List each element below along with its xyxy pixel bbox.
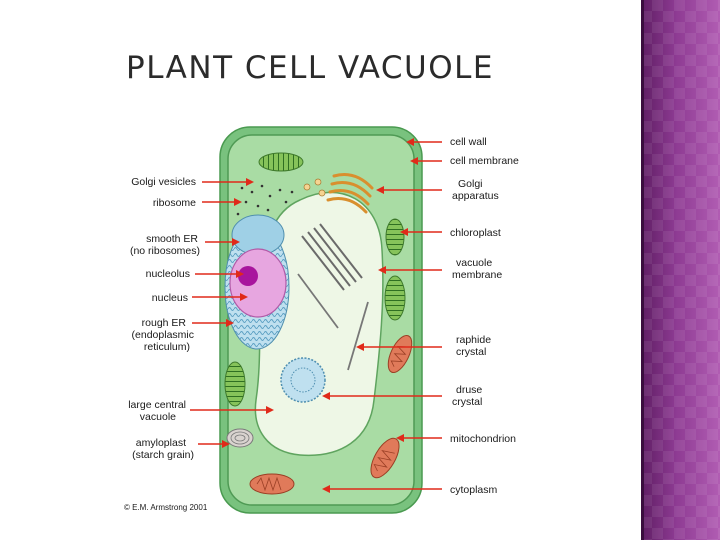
chloroplast-left bbox=[225, 362, 245, 406]
chloroplast-right-2 bbox=[385, 276, 405, 320]
label-raphide: raphide bbox=[456, 334, 491, 346]
label-nucleus: nucleus bbox=[152, 292, 188, 304]
label-druse: druse bbox=[456, 384, 482, 396]
label-golgi-apparatus: apparatus bbox=[452, 190, 499, 202]
label-vacuole: vacuole bbox=[456, 257, 492, 269]
amyloplast bbox=[227, 429, 253, 447]
label-nucleolus: nucleolus bbox=[146, 268, 190, 280]
druse-crystal bbox=[281, 358, 325, 402]
label-cell-wall: cell wall bbox=[450, 136, 487, 148]
label-cytoplasm: cytoplasm bbox=[450, 484, 498, 496]
label-vacuole-membrane: membrane bbox=[452, 269, 502, 281]
label-rough-er-note-1: (endoplasmic bbox=[132, 329, 194, 341]
label-large-central: large central bbox=[128, 399, 186, 411]
label-large-central-vacuole: vacuole bbox=[140, 411, 176, 423]
mitochondrion-bottom bbox=[250, 474, 294, 494]
label-raphide-crystal: crystal bbox=[456, 346, 486, 358]
label-smooth-er-note: (no ribosomes) bbox=[130, 245, 200, 257]
copyright-note: © E.M. Armstrong 2001 bbox=[124, 503, 208, 512]
label-golgi-vesicles: Golgi vesicles bbox=[131, 176, 196, 188]
nucleolus bbox=[238, 266, 258, 286]
label-amyloplast-note: (starch grain) bbox=[132, 449, 194, 461]
label-amyloplast: amyloplast bbox=[136, 437, 186, 449]
label-golgi: Golgi bbox=[458, 178, 483, 190]
chloroplast-right-1 bbox=[386, 219, 404, 255]
label-chloroplast: chloroplast bbox=[450, 227, 501, 239]
chloroplast-top bbox=[259, 153, 303, 171]
nucleus bbox=[230, 249, 286, 317]
label-rough-er: rough ER bbox=[142, 317, 187, 329]
label-smooth-er: smooth ER bbox=[146, 233, 198, 245]
label-druse-crystal: crystal bbox=[452, 396, 482, 408]
label-ribosome: ribosome bbox=[153, 197, 196, 209]
label-mitochondrion: mitochondrion bbox=[450, 433, 516, 445]
label-cell-membrane: cell membrane bbox=[450, 155, 519, 167]
label-rough-er-note-2: reticulum) bbox=[144, 341, 190, 353]
